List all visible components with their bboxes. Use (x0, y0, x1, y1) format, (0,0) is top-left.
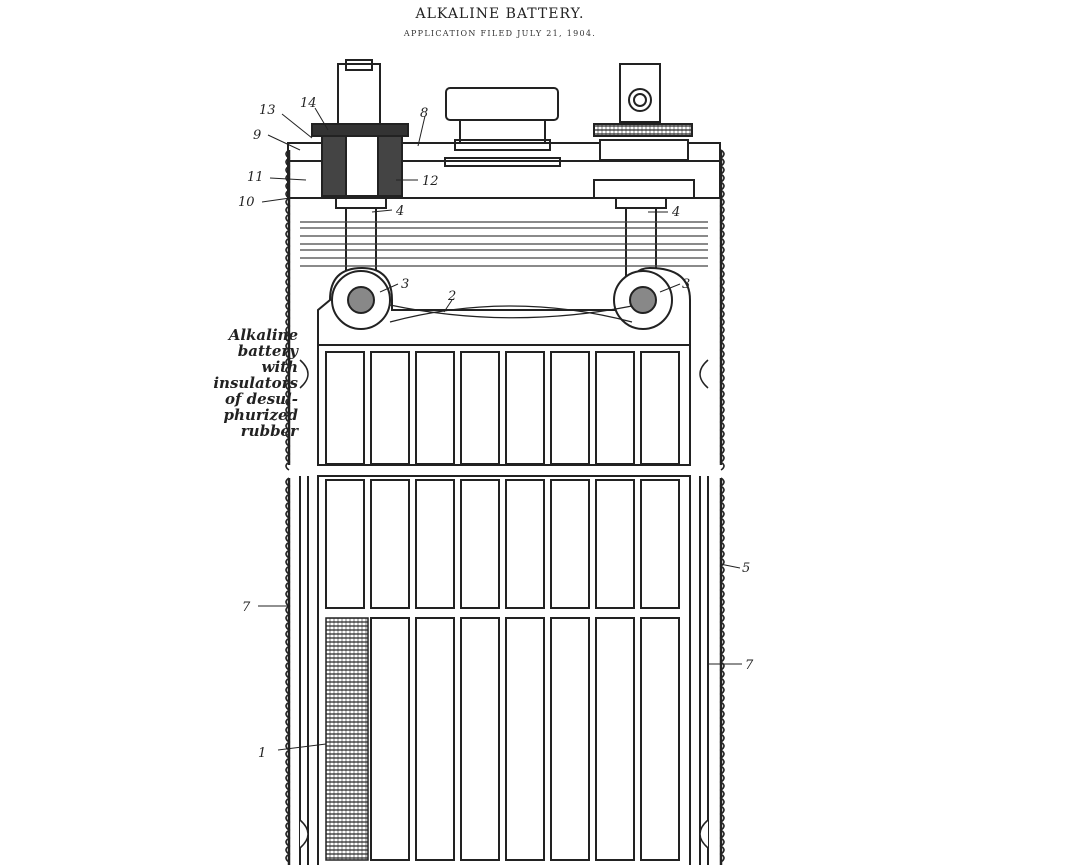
hatched-electrode (325, 617, 369, 861)
ref-7-right: 7 (745, 658, 754, 673)
left-terminal (311, 59, 409, 277)
corrugation (719, 477, 725, 863)
plate-slot (370, 351, 410, 465)
ref-12: 12 (422, 174, 439, 189)
ref-4-left: 4 (395, 204, 404, 219)
right-terminal (593, 63, 695, 277)
plate-slot (460, 617, 500, 861)
caption-line: phurized (223, 406, 298, 424)
ref-5: 5 (742, 561, 750, 576)
caption-line: with (261, 358, 298, 376)
plate-slot (460, 351, 500, 465)
plate-slot (550, 479, 590, 609)
ref-10: 10 (238, 195, 255, 210)
plate-slot (550, 617, 590, 861)
plate-slot (595, 617, 635, 861)
upper-plate-frame (317, 344, 691, 466)
ref-8: 8 (420, 106, 428, 121)
patent-subtitle: APPLICATION FILED JULY 21, 1904. (403, 29, 597, 38)
ref-3-left: 3 (401, 277, 409, 292)
ref-7-left: 7 (242, 600, 251, 615)
caption-line: of desul- (225, 390, 298, 408)
ref-1: 1 (258, 746, 266, 761)
connector-straps (317, 266, 691, 346)
corrugation (719, 149, 725, 471)
plate-slot (460, 479, 500, 609)
plate-slot (505, 479, 545, 609)
plate-slot (505, 351, 545, 465)
case-corrugations (285, 149, 725, 863)
ref-11: 11 (247, 170, 264, 185)
plate-slot (640, 351, 680, 465)
plate-slot (595, 351, 635, 465)
ref-14: 14 (300, 96, 317, 111)
plate-slot (370, 617, 410, 861)
corrugation (285, 149, 291, 471)
plate-slot (550, 351, 590, 465)
plate-slot (415, 479, 455, 609)
ref-13: 13 (259, 103, 276, 118)
plate-slot (325, 479, 365, 609)
patent-title: ALKALINE BATTERY. (415, 6, 585, 22)
plate-slot (595, 479, 635, 609)
plate-slot (640, 617, 680, 861)
caption-line: insulators (213, 374, 298, 392)
plate-slot (415, 351, 455, 465)
lower-plate-frame (317, 475, 691, 865)
ref-4-right: 4 (671, 205, 680, 220)
reference-numerals: 13 14 9 8 11 12 10 4 4 3 3 2 5 7 7 1 (238, 96, 754, 761)
side-supports (299, 359, 709, 849)
lower-plate-grid (299, 475, 709, 865)
plate-slot (325, 351, 365, 465)
electrolyte-lines (300, 221, 708, 267)
corrugation (285, 477, 291, 863)
caption-line: rubber (240, 422, 298, 440)
plate-slot (505, 617, 545, 861)
ref-3-right: 3 (682, 277, 690, 292)
plate-slot (640, 479, 680, 609)
plate-slot (370, 479, 410, 609)
caption-line: battery (237, 342, 298, 360)
ref-9: 9 (253, 128, 261, 143)
upper-plate-grid (317, 344, 691, 466)
caption-line: Alkaline (228, 326, 298, 344)
leader-lines (258, 107, 742, 751)
plate-slot (415, 617, 455, 861)
ref-2: 2 (447, 289, 456, 304)
